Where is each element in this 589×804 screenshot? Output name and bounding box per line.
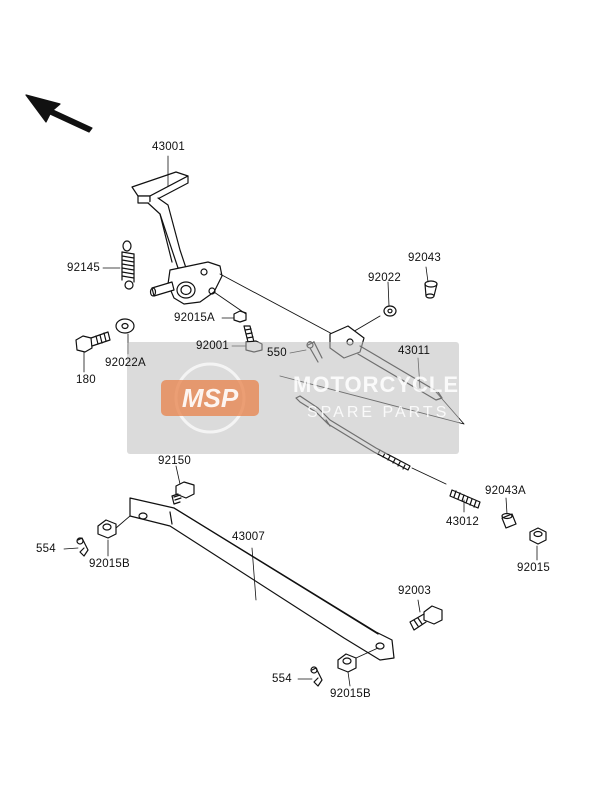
washer-92022A bbox=[115, 318, 135, 334]
nut-92015A bbox=[233, 310, 247, 323]
watermark: MSP MOTORCYCLE SPARE PARTS bbox=[127, 342, 459, 454]
label-92001: 92001 bbox=[196, 340, 229, 352]
label-92015A: 92015A bbox=[174, 312, 215, 324]
pin-92043 bbox=[424, 280, 438, 299]
watermark-logo: MSP bbox=[161, 362, 259, 434]
label-92022A: 92022A bbox=[105, 357, 146, 369]
label-43007: 43007 bbox=[232, 531, 265, 543]
label-92003: 92003 bbox=[398, 585, 431, 597]
label-92015B-left: 92015B bbox=[89, 558, 130, 570]
label-92043: 92043 bbox=[408, 252, 441, 264]
threaded-stud bbox=[449, 489, 481, 509]
label-92022: 92022 bbox=[368, 272, 401, 284]
clip-554-left bbox=[76, 537, 89, 557]
label-554-left: 554 bbox=[36, 543, 56, 555]
bolt-92150 bbox=[171, 481, 195, 505]
brake-pedal-43001 bbox=[131, 171, 223, 305]
label-43011: 43011 bbox=[398, 345, 431, 357]
collar-92043A bbox=[501, 512, 517, 529]
bolt-180 bbox=[75, 331, 111, 353]
label-180: 180 bbox=[76, 374, 96, 386]
label-92015: 92015 bbox=[517, 562, 550, 574]
label-92145: 92145 bbox=[67, 262, 100, 274]
watermark-logo-text: MSP bbox=[182, 383, 239, 413]
watermark-line1: MOTORCYCLE bbox=[293, 372, 460, 397]
nut-92015 bbox=[529, 527, 547, 545]
spring-92145 bbox=[121, 240, 135, 290]
front-direction-arrow-icon bbox=[25, 94, 93, 133]
link-rod-43007 bbox=[129, 497, 395, 661]
label-92150: 92150 bbox=[158, 455, 191, 467]
label-43012: 43012 bbox=[446, 516, 479, 528]
label-554-bottom: 554 bbox=[272, 673, 292, 685]
washer-92022 bbox=[383, 305, 397, 317]
label-43001: 43001 bbox=[152, 141, 185, 153]
nut-92015B-bottom bbox=[337, 653, 357, 673]
bolt-92003 bbox=[409, 605, 443, 631]
label-550: 550 bbox=[267, 347, 287, 359]
label-92043A: 92043A bbox=[485, 485, 526, 497]
nut-92015B-left bbox=[97, 519, 117, 539]
watermark-line2: SPARE PARTS bbox=[307, 404, 450, 421]
clip-554-bottom bbox=[310, 666, 323, 687]
label-92015B-bottom: 92015B bbox=[330, 688, 371, 700]
